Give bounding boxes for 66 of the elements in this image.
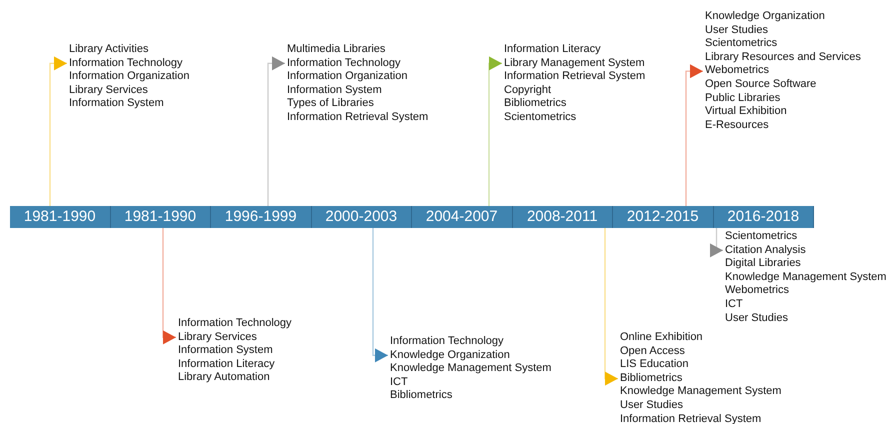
topic-text: Information System: [178, 344, 274, 358]
topic-text: User Studies: [705, 24, 769, 38]
topic-text: Information System: [287, 84, 383, 98]
topic-text: Information Technology: [287, 56, 402, 70]
period-box: 2008-2011: [512, 206, 613, 228]
flag-connector: [488, 56, 502, 206]
flag-connector: [162, 228, 176, 344]
topic-text: Library Services: [178, 330, 258, 344]
topic-text: Information Retrieval System: [504, 70, 646, 84]
flag-connector: [49, 56, 67, 206]
topic-text: Information Technology: [390, 335, 505, 349]
period-box: 2012-2015: [613, 206, 714, 228]
topic-text: Knowledge Organization: [705, 10, 826, 24]
topic-text: Scientometrics: [725, 230, 798, 244]
topic-text: Bibliometrics: [620, 372, 684, 386]
topic-text: E-Resources: [705, 118, 770, 132]
topic-text: Library Services: [69, 84, 149, 98]
topic-text: Bibliometrics: [390, 389, 454, 403]
topic-text: Knowledge Management System: [725, 270, 886, 284]
period-box: 1981-1990: [110, 206, 211, 228]
topic-text: Information Organization: [287, 70, 408, 84]
period-box: 2004-2007: [412, 206, 512, 228]
topic-text: Webometrics: [705, 64, 770, 78]
topic-text: Webometrics: [725, 284, 790, 298]
topic-text: ICT: [725, 298, 744, 312]
topic-text: Knowledge Management System: [390, 362, 552, 376]
topic-text: Open Access: [620, 344, 686, 358]
topic-text: Copyright: [504, 84, 552, 98]
topic-text: Open Source Software: [705, 78, 818, 92]
flag-connector: [372, 228, 388, 362]
topic-text: LIS Education: [620, 358, 690, 372]
topic-text: Information Literacy: [178, 358, 276, 372]
flag-connector: [267, 56, 285, 206]
topic-text: User Studies: [725, 312, 789, 326]
topic-text: Library Resources and Services: [705, 50, 861, 64]
topic-text: ICT: [390, 376, 409, 390]
topic-text: Information Retrieval System: [287, 110, 428, 125]
topic-text: Information Technology: [178, 317, 292, 331]
topic-text: Library Activities: [69, 43, 150, 57]
period-box: 2000-2003: [312, 206, 412, 228]
period-box: 2016-2018: [714, 206, 814, 228]
topic-text: Scientometrics: [705, 37, 778, 51]
topic-text: Knowledge Management System: [620, 385, 782, 399]
flag-connector: [604, 228, 618, 386]
topic-text: Information System: [69, 97, 165, 111]
period-box: 1996-1999: [211, 206, 312, 228]
topic-text: Citation Analysis: [725, 244, 807, 258]
topic-text: Information Retrieval System: [620, 412, 762, 424]
topic-text: Types of Libraries: [287, 97, 375, 111]
topic-text: Multimedia Libraries: [287, 43, 386, 57]
topic-text: Information Literacy: [504, 43, 602, 57]
topic-text: Library Management System: [504, 56, 646, 70]
topic-text: Information Organization: [69, 70, 190, 84]
topic-text: Public Libraries: [705, 92, 782, 106]
flag-connector: [710, 228, 723, 258]
topic-text: Digital Libraries: [725, 257, 802, 271]
period-box: 1981-1990: [10, 206, 110, 228]
topic-text: Information Technology: [69, 56, 184, 70]
topic-text: Knowledge Organization: [390, 348, 511, 362]
flag-connector: [685, 64, 703, 206]
topic-text: Online Exhibition: [620, 331, 704, 345]
topic-text: User Studies: [620, 398, 684, 413]
topic-text: Bibliometrics: [504, 97, 568, 111]
topic-text: Scientometrics: [504, 110, 578, 125]
topic-text: Library Automation: [178, 371, 271, 385]
topic-text: Virtual Exhibition: [705, 105, 788, 119]
